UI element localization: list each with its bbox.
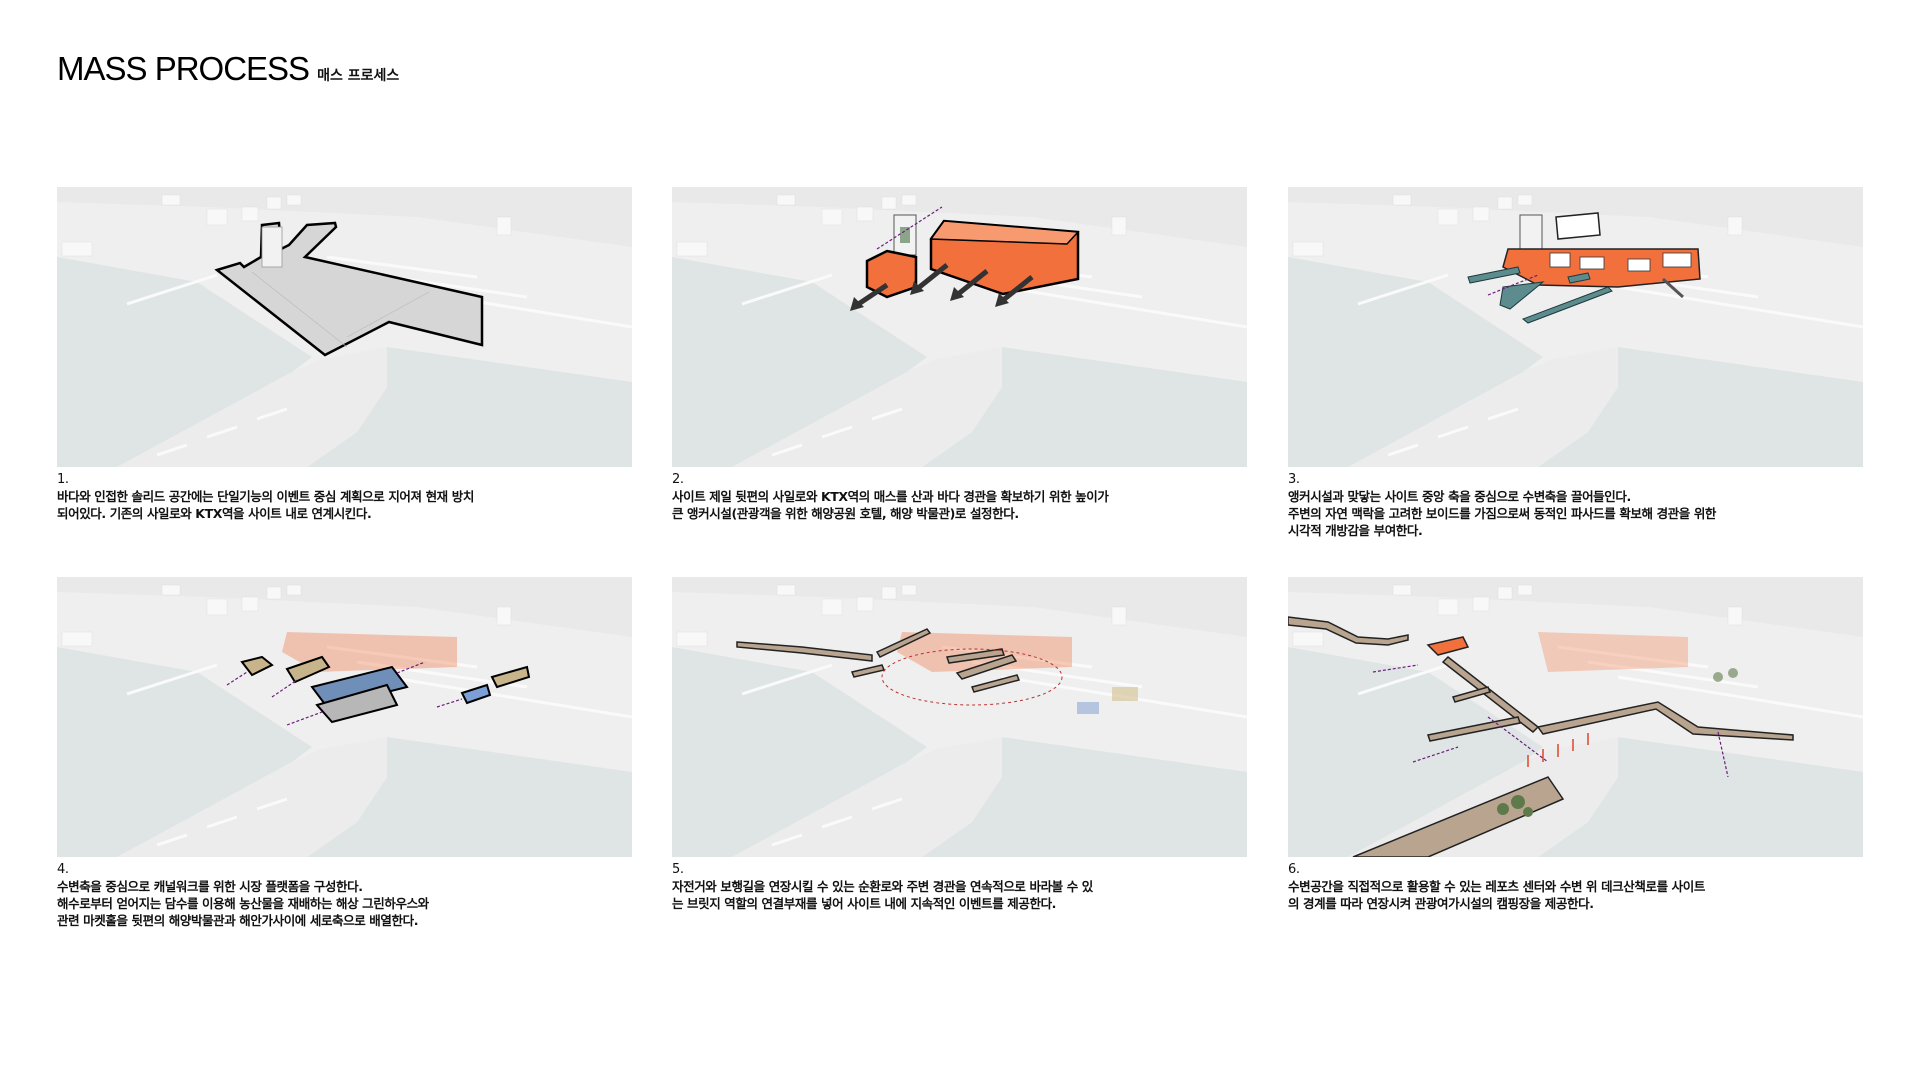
page-title: MASS PROCESS 매스 프로세스 [57, 50, 399, 88]
panel-2: 2. 사이트 제일 뒷편의 사일로와 KTX역의 매스를 산과 바다 경관을 확… [672, 187, 1247, 522]
caption-line: 관련 마켓홀을 뒷편의 해양박물관과 해안가사이에 세로축으로 배열한다. [57, 913, 419, 928]
step-number: 3. [1288, 472, 1300, 487]
caption-line: 큰 앵커시설(관광객을 위한 해양공원 호텔, 해양 박물관)로 설정한다. [672, 506, 1019, 521]
subtitle-text: 매스 프로세스 [317, 68, 400, 84]
caption-line: 자전거와 보행길을 연장시킬 수 있는 순환로와 주변 경관을 연속적으로 바라… [672, 879, 1093, 894]
market-platform-diagram [57, 577, 632, 857]
caption-line: 의 경계를 따라 연장시켜 관광여가시설의 캠핑장을 제공한다. [1288, 896, 1594, 911]
caption-line: 수변공간을 직접적으로 활용할 수 있는 레포츠 센터와 수변 위 데크산책로를… [1288, 879, 1705, 894]
waterfront-axis-diagram [1288, 187, 1863, 467]
step-number: 5. [672, 862, 684, 877]
caption-5: 5. 자전거와 보행길을 연장시킬 수 있는 순환로와 주변 경관을 연속적으로… [672, 861, 1247, 912]
step-number: 2. [672, 472, 684, 487]
panel-6: 6. 수변공간을 직접적으로 활용할 수 있는 레포츠 센터와 수변 위 데크산… [1288, 577, 1863, 912]
caption-4: 4. 수변축을 중심으로 캐널워크를 위한 시장 플랫폼을 구성한다. 해수로부… [57, 861, 632, 929]
title-text: MASS PROCESS [57, 50, 310, 87]
panel-1: 1. 바다와 인접한 솔리드 공간에는 단일기능의 이벤트 중심 계획으로 지어… [57, 187, 632, 522]
caption-line: 해수로부터 얻어지는 담수를 이용해 농산물을 재배하는 해상 그린하우스와 [57, 896, 429, 911]
circulation-bridge-diagram [672, 577, 1247, 857]
step-number: 1. [57, 472, 69, 487]
caption-2: 2. 사이트 제일 뒷편의 사일로와 KTX역의 매스를 산과 바다 경관을 확… [672, 471, 1247, 522]
caption-line: 수변축을 중심으로 캐널워크를 위한 시장 플랫폼을 구성한다. [57, 879, 363, 894]
anchor-mass-diagram [672, 187, 1247, 467]
caption-1: 1. 바다와 인접한 솔리드 공간에는 단일기능의 이벤트 중심 계획으로 지어… [57, 471, 632, 522]
caption-3: 3. 앵커시설과 맞닿는 사이트 중앙 축을 중심으로 수변축을 끌어들인다. … [1288, 471, 1863, 539]
caption-line: 주변의 자연 맥락을 고려한 보이드를 가짐으로써 동적인 파사드를 확보해 경… [1288, 506, 1717, 521]
panel-4: 4. 수변축을 중심으로 캐널워크를 위한 시장 플랫폼을 구성한다. 해수로부… [57, 577, 632, 929]
site-outline-diagram [57, 187, 632, 467]
caption-line: 시각적 개방감을 부여한다. [1288, 523, 1423, 538]
caption-line: 사이트 제일 뒷편의 사일로와 KTX역의 매스를 산과 바다 경관을 확보하기… [672, 489, 1109, 504]
step-number: 4. [57, 862, 69, 877]
caption-line: 바다와 인접한 솔리드 공간에는 단일기능의 이벤트 중심 계획으로 지어져 현… [57, 489, 474, 504]
step-number: 6. [1288, 862, 1300, 877]
caption-line: 앵커시설과 맞닿는 사이트 중앙 축을 중심으로 수변축을 끌어들인다. [1288, 489, 1631, 504]
deck-promenade-diagram [1288, 577, 1863, 857]
caption-6: 6. 수변공간을 직접적으로 활용할 수 있는 레포츠 센터와 수변 위 데크산… [1288, 861, 1863, 912]
panel-3: 3. 앵커시설과 맞닿는 사이트 중앙 축을 중심으로 수변축을 끌어들인다. … [1288, 187, 1863, 539]
caption-line: 는 브릿지 역할의 연결부재를 넣어 사이트 내에 지속적인 이벤트를 제공한다… [672, 896, 1057, 911]
caption-line: 되어있다. 기존의 사일로와 KTX역을 사이트 내로 연계시킨다. [57, 506, 372, 521]
panel-5: 5. 자전거와 보행길을 연장시킬 수 있는 순환로와 주변 경관을 연속적으로… [672, 577, 1247, 912]
